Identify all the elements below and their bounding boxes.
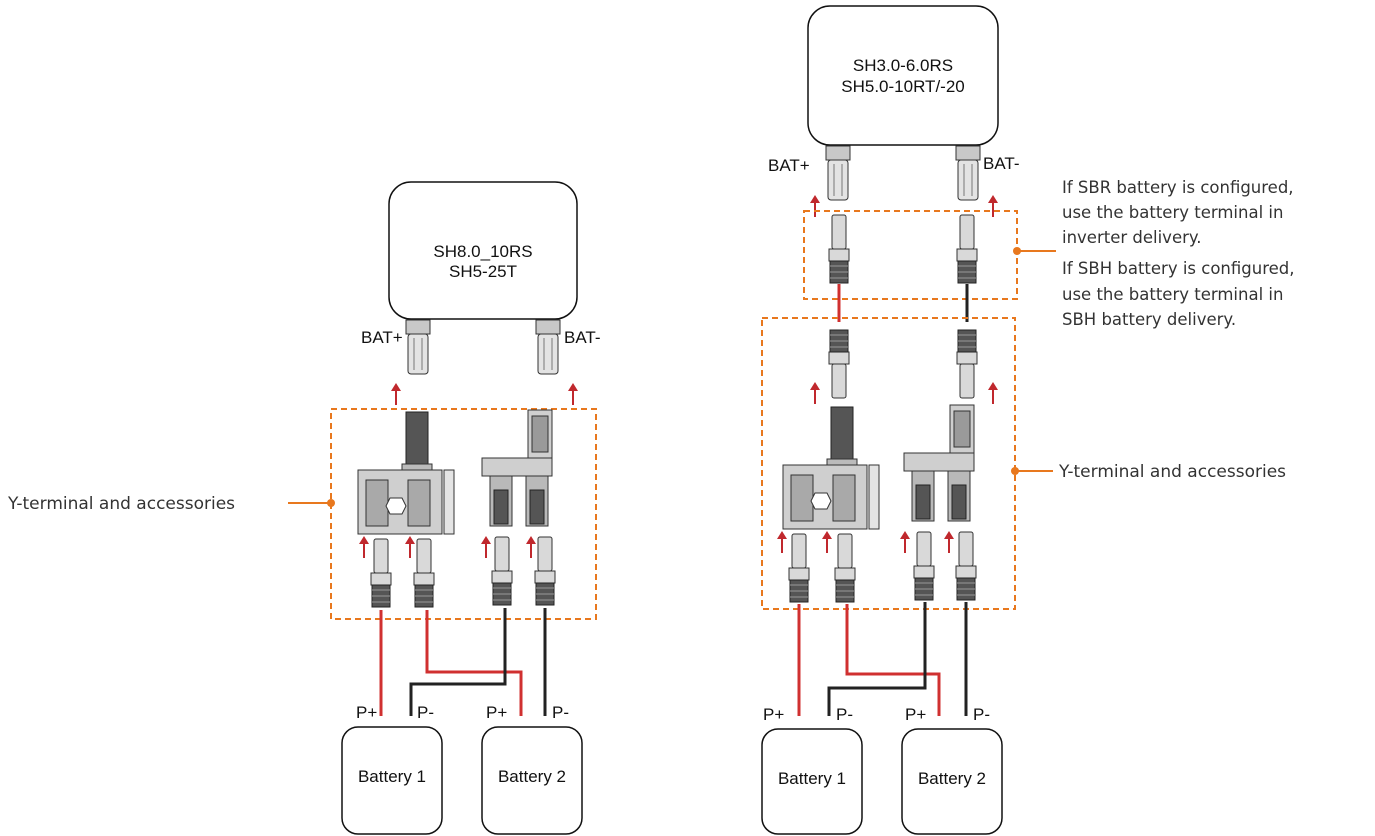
left-callout-dot: [327, 499, 335, 507]
left-b1-plus-label: P+: [356, 703, 377, 722]
right-inverter-model-1: SH3.0-6.0RS: [853, 56, 953, 75]
right-callout-dot: [1011, 467, 1019, 475]
left-bat-minus-label: BAT-: [564, 328, 601, 347]
left-arrow-1: [358, 535, 370, 559]
left-bat-plus-terminal: [405, 319, 431, 375]
left-diagram: SH8.0_10RS SH5-25T BAT+ BAT- P+ P- P+ P-…: [7, 181, 601, 835]
right-mid-connector-minus: [956, 329, 978, 399]
right-note-line-4: If SBH battery is configured,: [1062, 259, 1295, 278]
right-battery-2-box: [901, 728, 1003, 835]
right-wire-b1-minus: [827, 602, 927, 716]
left-y-branch-positive: [357, 411, 455, 535]
left-inverter-model-2: SH5-25T: [449, 262, 517, 281]
right-y-branch-positive: [782, 406, 880, 530]
left-battery-1-label: Battery 1: [358, 767, 426, 786]
left-y-branch-negative: [481, 409, 553, 527]
right-note-dot: [1013, 247, 1021, 255]
left-connector-3: [491, 536, 513, 606]
right-note-line-2: use the battery terminal in: [1062, 203, 1283, 222]
right-y-branch-negative: [903, 404, 975, 522]
left-arrow-4: [525, 535, 537, 559]
right-arrow-2: [821, 530, 833, 554]
left-battery-2-box: [481, 726, 583, 835]
right-bat-minus-label: BAT-: [983, 154, 1020, 173]
right-note-line-5: use the battery terminal in: [1062, 285, 1283, 304]
right-arrow-3: [899, 530, 911, 554]
right-mid-connector-plus: [828, 329, 850, 399]
right-battery-terminal-minus: [956, 214, 978, 284]
right-b2-minus-label: P-: [973, 705, 990, 724]
right-arrow-top-plus: [809, 194, 821, 218]
right-arrow-mid-plus: [809, 381, 821, 405]
right-inverter-model-2: SH5.0-10RT/-20: [841, 77, 964, 96]
left-callout-text: Y-terminal and accessories: [7, 494, 235, 514]
left-battery-2-label: Battery 2: [498, 767, 566, 786]
right-diagram: SH3.0-6.0RS SH5.0-10RT/-20 BAT+ BAT-: [761, 5, 1295, 835]
left-wire-b2-plus: [425, 610, 523, 716]
left-connector-1: [370, 538, 392, 608]
left-bat-plus-label: BAT+: [361, 328, 403, 347]
left-arrow-bat-plus: [390, 382, 402, 406]
right-connector-4: [955, 531, 977, 601]
right-battery-1-label: Battery 1: [778, 769, 846, 788]
right-note-line-1: If SBR battery is configured,: [1062, 178, 1294, 197]
right-connector-1: [788, 533, 810, 603]
left-b2-plus-label: P+: [486, 703, 507, 722]
left-bat-minus-terminal: [535, 319, 561, 375]
left-y-terminal-callout-box: [330, 408, 597, 620]
right-wire-b2-plus: [845, 604, 941, 716]
right-battery-1-box: [761, 728, 863, 835]
right-b1-plus-label: P+: [763, 705, 784, 724]
right-battery-terminal-plus: [828, 214, 850, 284]
right-arrow-top-minus: [987, 194, 999, 218]
right-inverter-box: [807, 5, 999, 146]
right-connector-2: [834, 533, 856, 603]
left-b2-minus-label: P-: [552, 703, 569, 722]
right-note-line-3: inverter delivery.: [1062, 228, 1202, 247]
left-inverter-model-1: SH8.0_10RS: [433, 242, 532, 261]
left-connector-4: [534, 536, 556, 606]
right-callout-text: Y-terminal and accessories: [1058, 462, 1286, 482]
right-b1-minus-label: P-: [836, 705, 853, 724]
right-arrow-4: [943, 530, 955, 554]
left-connector-2: [413, 538, 435, 608]
right-arrow-mid-minus: [987, 381, 999, 405]
right-note-line-6: SBH battery delivery.: [1062, 310, 1236, 329]
right-bat-plus-terminal: [825, 145, 851, 201]
right-b2-plus-label: P+: [905, 705, 926, 724]
left-arrow-2: [404, 535, 416, 559]
right-connector-3: [913, 531, 935, 601]
right-battery-2-label: Battery 2: [918, 769, 986, 788]
right-bat-plus-label: BAT+: [768, 156, 810, 175]
left-arrow-3: [480, 535, 492, 559]
left-arrow-bat-minus: [567, 382, 579, 406]
right-bat-minus-terminal: [955, 145, 981, 201]
left-wire-b1-minus: [409, 608, 507, 716]
right-arrow-1: [776, 530, 788, 554]
left-battery-1-box: [341, 726, 443, 835]
left-b1-minus-label: P-: [417, 703, 434, 722]
left-inverter-box: [388, 181, 578, 320]
right-y-terminal-callout-box: [761, 317, 1016, 610]
